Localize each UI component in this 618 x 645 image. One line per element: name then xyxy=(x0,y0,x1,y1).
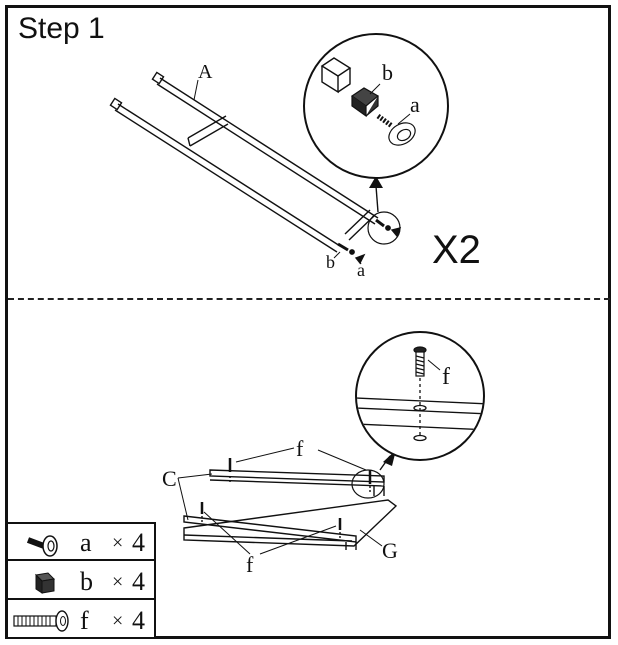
screws-f-drawing xyxy=(200,458,372,538)
part-row-b: b × 4 xyxy=(8,563,154,600)
part-a-label: a xyxy=(80,528,92,557)
part-a-qty: 4 xyxy=(132,528,145,557)
frame-a-label: A xyxy=(198,61,213,83)
part-row-a: a × 4 xyxy=(8,524,154,561)
part-f-label: f xyxy=(80,606,89,635)
board-g-drawing xyxy=(183,469,398,550)
screw-f-zoom xyxy=(413,346,427,377)
zoom-a-label: a xyxy=(410,92,420,117)
screw-f-bottom-label: f xyxy=(246,552,254,577)
part-b-times: × xyxy=(112,571,124,593)
part-b-label: b xyxy=(80,567,93,596)
part-b-qty: 4 xyxy=(132,567,145,596)
bolt-a-label: a xyxy=(357,260,365,280)
bolt-a-zoom xyxy=(376,113,416,146)
zoom-b-label: b xyxy=(382,60,393,85)
label-a-leader xyxy=(193,79,199,101)
square-insert-icon xyxy=(34,572,56,594)
part-row-f: f × 4 xyxy=(8,602,154,639)
screw-icon xyxy=(13,610,69,632)
part-f-qty: 4 xyxy=(132,606,145,635)
quantity-multiplier: X2 xyxy=(432,228,481,272)
board-g-label: G xyxy=(382,538,398,563)
detail-marker-bottom xyxy=(351,469,385,499)
f-bottom-leaders xyxy=(203,511,337,555)
rail-section-zoom xyxy=(357,378,483,442)
part-f-times: × xyxy=(112,610,124,632)
bolt-cap-icon xyxy=(26,535,58,557)
rail-c-label: C xyxy=(162,466,177,491)
frame-a-hardware xyxy=(337,218,402,265)
detail-marker-top xyxy=(367,211,401,245)
step-title: Step 1 xyxy=(18,12,105,45)
f-top-leaders xyxy=(235,447,367,471)
insert-b-label: b xyxy=(326,252,335,272)
c-leaders xyxy=(177,473,213,521)
part-a-times: × xyxy=(112,532,124,554)
parts-list: a × 4 b × 4 f × 4 xyxy=(6,522,156,639)
detail-arrow-top xyxy=(369,176,383,188)
section-divider xyxy=(8,298,610,300)
zoom-f-label: f xyxy=(442,364,450,390)
page-frame xyxy=(5,5,611,639)
square-tube-zoom xyxy=(320,57,352,94)
screw-f-top-label: f xyxy=(296,436,304,461)
